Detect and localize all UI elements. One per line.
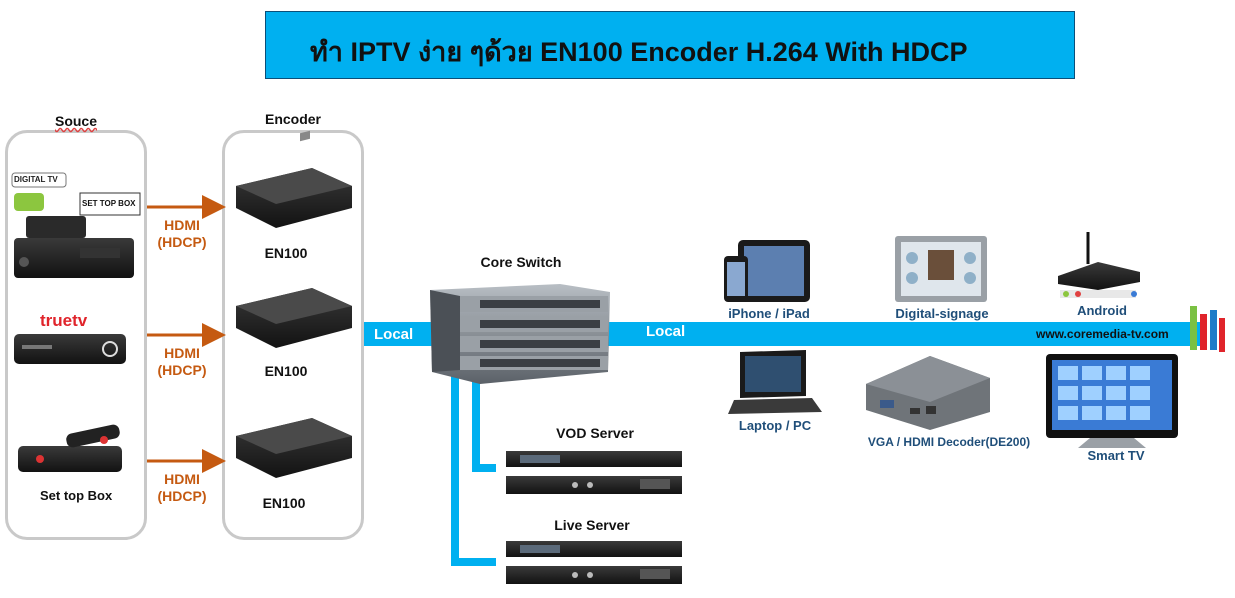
hdmi-label-3: HDMI (HDCP) [150, 471, 214, 505]
set-top-box-logo: SET TOP BOX [82, 199, 136, 208]
digital-signage-device [895, 236, 987, 302]
set-top-box-label: Set top Box [40, 488, 113, 503]
source-digital-tv-box [11, 172, 141, 278]
live-server-label: Live Server [554, 517, 630, 533]
local-label-right: Local [646, 323, 686, 340]
digital-tv-logo: DIGITAL TV [14, 175, 58, 184]
core-switch-label: Core Switch [480, 254, 562, 270]
local-bus-right [606, 322, 1206, 346]
live-drop-vertical [451, 372, 459, 566]
iphone-ipad-label: iPhone / iPad [728, 306, 810, 321]
android-box-device [1058, 232, 1140, 298]
network-lines [364, 322, 1206, 566]
smart-tv-label: Smart TV [1087, 448, 1145, 463]
iphone-ipad-device [724, 240, 810, 302]
encoder-heading: Encoder [264, 111, 322, 127]
source-heading: Souce [54, 113, 98, 129]
local-bus-left [364, 322, 436, 346]
hdmi-label-2: HDMI (HDCP) [150, 345, 214, 379]
truetv-logo: truetv [40, 311, 88, 330]
android-label: Android [1077, 303, 1127, 318]
hdmi-label-1: HDMI (HDCP) [150, 217, 214, 251]
vod-server-label: VOD Server [556, 425, 634, 441]
hdmi-label-3-line2: (HDCP) [157, 488, 207, 504]
vod-server-device [506, 451, 682, 494]
vod-drop-horizontal [472, 464, 496, 472]
encoder-label-2: EN100 [264, 363, 308, 379]
encoder-device-2 [236, 288, 352, 348]
hdmi-label-2-line2: (HDCP) [157, 362, 207, 378]
source-settop-box [18, 424, 122, 472]
encoder-device-3 [236, 418, 352, 478]
title-banner: ทำ IPTV ง่าย ๆด้วย EN100 Encoder H.264 W… [265, 11, 1075, 79]
core-switch-device [430, 284, 610, 384]
website-url: www.coremedia-tv.com [1036, 327, 1169, 341]
decoder-label: VGA / HDMI Decoder(DE200) [867, 435, 1031, 449]
digital-signage-label: Digital-signage [895, 306, 989, 321]
hdmi-label-2-line1: HDMI [164, 345, 200, 361]
coremedia-logo [1190, 306, 1225, 352]
laptop-label: Laptop / PC [738, 418, 812, 433]
page-title: ทำ IPTV ง่าย ๆด้วย EN100 Encoder H.264 W… [310, 37, 968, 67]
encoder-device-1 [236, 130, 352, 228]
vod-drop-vertical [472, 372, 480, 472]
hdmi-arrows [147, 195, 226, 473]
encoder-label-1: EN100 [264, 245, 308, 261]
decoder-device [866, 356, 990, 430]
smart-tv-device [1046, 354, 1178, 448]
source-truetv-box [14, 334, 126, 364]
local-label-left: Local [374, 326, 414, 343]
hdmi-label-1-line2: (HDCP) [157, 234, 207, 250]
hdmi-label-1-line1: HDMI [164, 217, 200, 233]
live-server-device [506, 541, 682, 584]
live-drop-horizontal [451, 558, 496, 566]
encoder-label-3: EN100 [262, 495, 306, 511]
hdmi-label-3-line1: HDMI [164, 471, 200, 487]
laptop-device [728, 350, 822, 414]
